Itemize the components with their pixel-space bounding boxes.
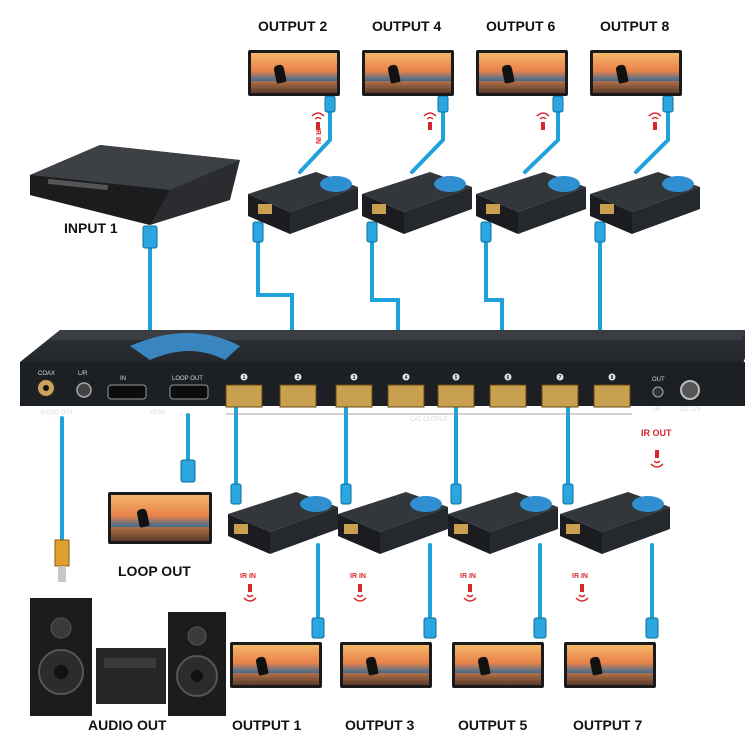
- ir-icon-bottom-7: [575, 584, 589, 602]
- ir-in-label-top-2: IR IN: [314, 128, 321, 144]
- panel-dc-label: DC 12V: [680, 407, 701, 413]
- ir-icon-top-6: [536, 112, 550, 130]
- ir-out-icon: [650, 450, 664, 468]
- ir-icon-bottom-3: [353, 584, 367, 602]
- cat-cable-2: [256, 228, 294, 374]
- connectors: [142, 95, 674, 639]
- receiver-top-8: [590, 172, 700, 234]
- panel-hdmi-label: HDMI: [150, 410, 166, 416]
- label-audio-out: AUDIO OUT: [88, 717, 167, 733]
- label-loop-out: LOOP OUT: [118, 563, 191, 579]
- dvd-player: [30, 145, 240, 225]
- port-number: 7: [559, 375, 562, 381]
- ir-out-label: IR OUT: [641, 428, 672, 438]
- ir-icon-top-8: [648, 112, 662, 130]
- tv-output-2: [248, 50, 340, 96]
- rca-plug: [54, 539, 70, 582]
- label-output-5: OUTPUT 5: [458, 717, 528, 733]
- tv-output-1: [230, 642, 322, 688]
- tv-output-6: [476, 50, 568, 96]
- tv-output-4: [362, 50, 454, 96]
- receiver-bottom-1: [228, 492, 338, 554]
- panel-cat-output-label: CAT OUTPUT: [410, 417, 448, 423]
- receiver-bottom-3: [338, 492, 448, 554]
- stereo-system: [30, 598, 226, 716]
- ir-in-label-bottom-3: IR IN: [350, 573, 366, 580]
- cables: [60, 96, 670, 637]
- receiver-top-2: [248, 172, 358, 234]
- port-number: 8: [611, 375, 614, 381]
- panel-loop-out-label: LOOP OUT: [172, 376, 203, 382]
- panel-in-label: IN: [120, 376, 126, 382]
- panel-out-label: OUT: [652, 377, 665, 383]
- ir-icon-bottom-1: [243, 584, 257, 602]
- tv-output-8: [590, 50, 682, 96]
- label-output-7: OUTPUT 7: [573, 717, 643, 733]
- label-input-1: INPUT 1: [64, 220, 118, 236]
- tv-output-5: [452, 642, 544, 688]
- ir-icons: [243, 112, 664, 602]
- port-number: 1: [243, 375, 246, 381]
- ir-in-label-bottom-7: IR IN: [572, 573, 588, 580]
- port-number-dots: [240, 373, 616, 381]
- tv-loop-out: [108, 492, 212, 544]
- port-number: 6: [507, 375, 510, 381]
- ir-icon-top-4: [423, 112, 437, 130]
- panel-lr-label: L/R: [78, 371, 88, 377]
- ir-icon-top-2: [311, 112, 325, 130]
- port-number: 5: [455, 375, 458, 381]
- label-output-1: OUTPUT 1: [232, 717, 302, 733]
- splitter-unit: [20, 330, 745, 406]
- receiver-top-4: [362, 172, 472, 234]
- ir-icon-bottom-5: [463, 584, 477, 602]
- label-output-3: OUTPUT 3: [345, 717, 415, 733]
- panel-coax-label: COAX: [38, 371, 55, 377]
- label-output-8: OUTPUT 8: [600, 18, 670, 34]
- bottom-receivers: [228, 492, 670, 554]
- panel-ir-label: IR: [654, 407, 661, 413]
- ir-in-label-bottom-1: IR IN: [240, 573, 256, 580]
- cat-ports: [225, 384, 631, 408]
- tv-output-3: [340, 642, 432, 688]
- top-receivers: [248, 172, 700, 234]
- panel-audio-out-label: AUDIO OUT: [40, 410, 74, 416]
- tv-output-7: [564, 642, 656, 688]
- ir-in-label-bottom-5: IR IN: [460, 573, 476, 580]
- port-number: 3: [353, 375, 356, 381]
- receiver-top-6: [476, 172, 586, 234]
- receiver-bottom-5: [448, 492, 558, 554]
- label-output-2: OUTPUT 2: [258, 18, 328, 34]
- port-number: 2: [297, 375, 300, 381]
- label-output-4: OUTPUT 4: [372, 18, 442, 34]
- label-output-6: OUTPUT 6: [486, 18, 556, 34]
- port-number: 4: [405, 375, 408, 381]
- receiver-bottom-7: [560, 492, 670, 554]
